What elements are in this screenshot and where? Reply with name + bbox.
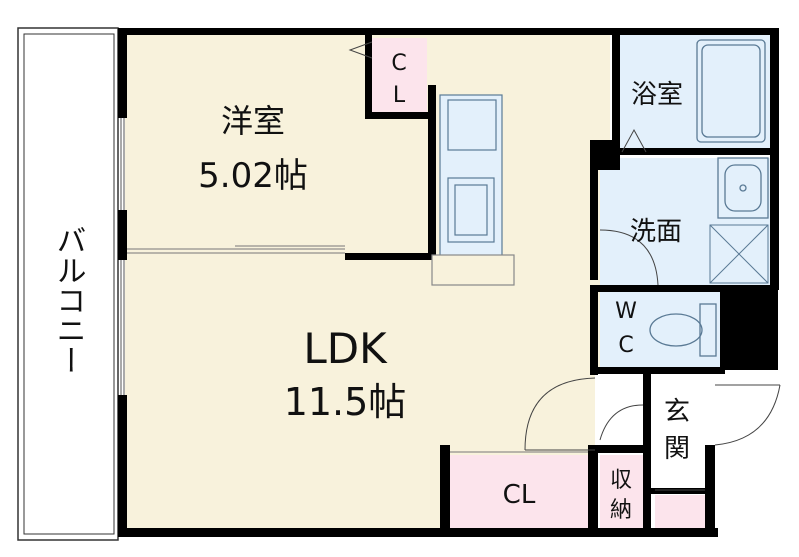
ldk-closet-floor bbox=[450, 455, 590, 530]
bathroom-label: 浴室 bbox=[631, 80, 683, 110]
kitchen-fixtures bbox=[431, 99, 515, 286]
bathtub bbox=[696, 39, 766, 143]
toilet-fixture bbox=[649, 303, 717, 357]
western-room-label: 洋室 bbox=[221, 102, 285, 140]
washroom-floor bbox=[600, 158, 770, 285]
walls bbox=[118, 28, 779, 537]
toilet-label-line2: C bbox=[618, 333, 633, 358]
balcony bbox=[17, 27, 119, 541]
ldk-label: LDK bbox=[303, 324, 388, 373]
washbasin bbox=[717, 157, 769, 219]
kitchen-counter bbox=[439, 94, 503, 258]
western-closet-label-line1: C bbox=[391, 51, 406, 76]
entrance-label-line1: 玄 bbox=[664, 397, 690, 427]
balcony-label: バルコニー bbox=[51, 225, 86, 375]
bathroom-floor bbox=[620, 33, 770, 148]
storage-label-line1: 収 bbox=[610, 468, 632, 493]
balcony-windows bbox=[120, 118, 125, 395]
washing-machine-space bbox=[709, 224, 769, 284]
entrance-label-line2: 関 bbox=[664, 434, 690, 464]
western-closet-label-line2: L bbox=[393, 83, 406, 108]
ldk-size: 11.5帖 bbox=[284, 380, 407, 424]
western-closet-floor bbox=[372, 38, 427, 116]
door-swings bbox=[348, 41, 781, 491]
entrance-step bbox=[655, 495, 705, 530]
ldk-closet-label: CL bbox=[503, 480, 536, 510]
toilet-label-line1: W bbox=[615, 299, 637, 324]
sliding-partition bbox=[127, 245, 345, 254]
western-room-size: 5.02帖 bbox=[198, 156, 308, 196]
storage-label-line2: 納 bbox=[610, 498, 632, 523]
washroom-label: 洗面 bbox=[630, 217, 682, 247]
storage-floor bbox=[600, 455, 645, 530]
